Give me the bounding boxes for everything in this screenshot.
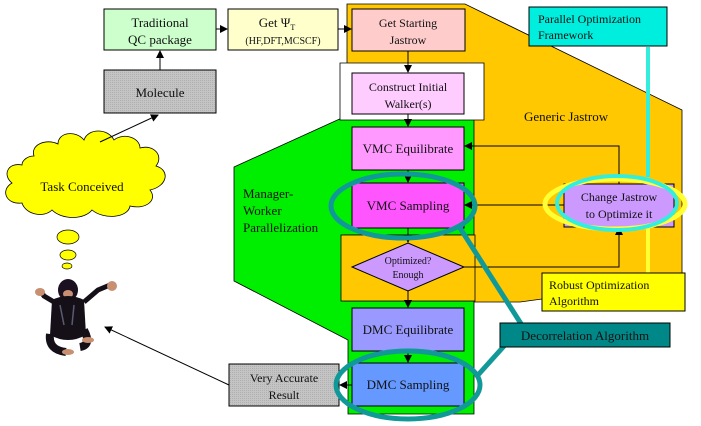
very-accurate-result-node[interactable]: Very Accurate Result — [228, 363, 340, 407]
change-jastrow-node[interactable]: Change Jastrow to Optimize it — [563, 183, 675, 228]
robust-optimization-callout: Robust Optimization Algorithm — [541, 272, 686, 312]
svg-text:Get Starting: Get Starting — [379, 16, 437, 30]
task-conceived-label: Task Conceived — [40, 179, 124, 194]
optimized-decision-node[interactable]: Optimized? Enough — [350, 242, 466, 292]
svg-text:DMC Equilibrate: DMC Equilibrate — [363, 322, 454, 337]
svg-text:Change Jastrow: Change Jastrow — [581, 190, 658, 204]
vmc-sampling-ring — [328, 171, 478, 241]
parallel-optimization-callout: Parallel Optimization Framework — [528, 6, 668, 47]
vmc-equilibrate-node[interactable]: VMC Equilibrate — [351, 126, 465, 171]
decorrelation-callout: Decorrelation Algorithm — [499, 322, 671, 348]
svg-text:Very Accurate: Very Accurate — [250, 371, 318, 385]
manager-worker-label-1: Manager- — [243, 186, 293, 201]
svg-text:Decorrelation Algorithm: Decorrelation Algorithm — [521, 328, 649, 343]
dmc-sampling-node[interactable]: DMC Sampling — [351, 362, 465, 407]
svg-text:VMC Equilibrate: VMC Equilibrate — [363, 141, 454, 156]
svg-text:Walker(s): Walker(s) — [384, 97, 431, 111]
get-starting-jastrow-node[interactable]: Get Starting Jastrow — [351, 8, 466, 52]
svg-text:Robust Optimization: Robust Optimization — [549, 278, 649, 292]
manager-worker-label-3: Parallelization — [243, 220, 319, 235]
svg-text:Molecule: Molecule — [135, 85, 184, 100]
traditional-qc-node[interactable]: Traditional QC package — [103, 8, 217, 51]
svg-text:Parallel Optimization: Parallel Optimization — [538, 12, 641, 26]
svg-text:Optimized?: Optimized? — [385, 256, 432, 267]
svg-text:Construct Initial: Construct Initial — [369, 80, 448, 94]
svg-text:Get ΨT: Get ΨT — [259, 15, 296, 32]
decorrelation-connector-2 — [476, 343, 507, 377]
svg-text:Jastrow: Jastrow — [390, 33, 427, 47]
get-psi-node[interactable]: Get ΨT (HF,DFT,MCSCF) — [227, 8, 339, 51]
molecule-node[interactable]: Molecule — [103, 69, 217, 114]
svg-text:VMC Sampling: VMC Sampling — [367, 198, 450, 213]
svg-text:Framework: Framework — [538, 28, 593, 42]
svg-text:Algorithm: Algorithm — [549, 294, 600, 308]
decorrelation-connector — [457, 226, 528, 332]
svg-text:QC package: QC package — [128, 32, 192, 47]
svg-text:DMC Sampling: DMC Sampling — [367, 377, 450, 392]
svg-text:Traditional: Traditional — [131, 15, 189, 30]
task-conceived-cloud[interactable]: Task Conceived — [5, 130, 166, 270]
generic-jastrow-label: Generic Jastrow — [524, 109, 609, 124]
dmc-equilibrate-node[interactable]: DMC Equilibrate — [351, 307, 465, 352]
svg-text:to Optimize it: to Optimize it — [586, 207, 653, 221]
chimpanzee-icon — [35, 279, 117, 356]
dmc-sampling-ring — [333, 348, 483, 422]
parallel-opt-ring — [555, 174, 679, 232]
svg-text:Result: Result — [269, 388, 300, 402]
svg-text:Enough: Enough — [392, 270, 423, 281]
vmc-sampling-node[interactable]: VMC Sampling — [351, 182, 465, 229]
svg-text:(HF,DFT,MCSCF): (HF,DFT,MCSCF) — [245, 36, 320, 47]
construct-walkers-node[interactable]: Construct Initial Walker(s) — [351, 72, 465, 115]
manager-worker-label-2: Worker — [243, 203, 282, 218]
